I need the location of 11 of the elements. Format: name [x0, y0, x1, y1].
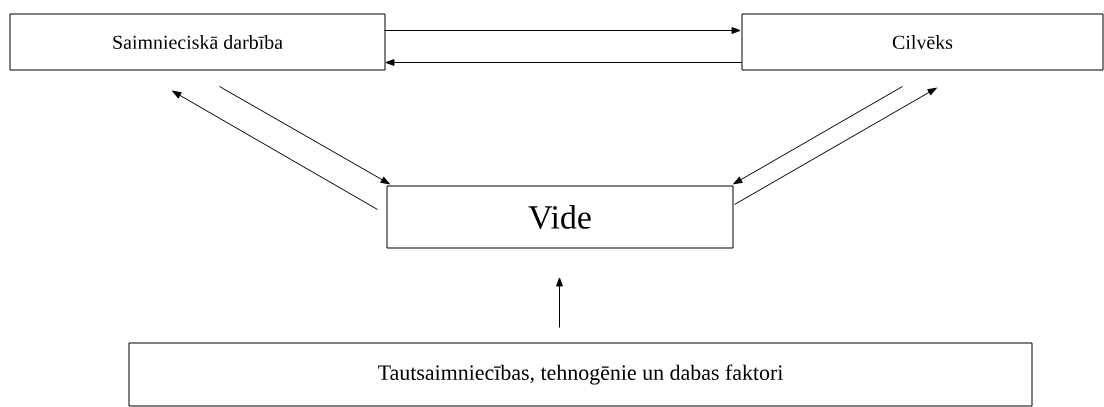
process-box: Cilvēks: [741, 13, 1104, 71]
arrow: [172, 90, 378, 210]
process-box: Tautsaimniecības, tehnogēnie un dabas faktori: [128, 342, 1033, 407]
arrow: [556, 277, 563, 328]
arrow: [385, 59, 742, 66]
arrow: [219, 86, 390, 185]
arrow: [734, 87, 937, 205]
process-box: Saimnieciskā darbība: [9, 13, 386, 71]
arrow: [733, 86, 903, 185]
process-box: Vide: [386, 185, 734, 249]
arrow: [384, 27, 741, 34]
